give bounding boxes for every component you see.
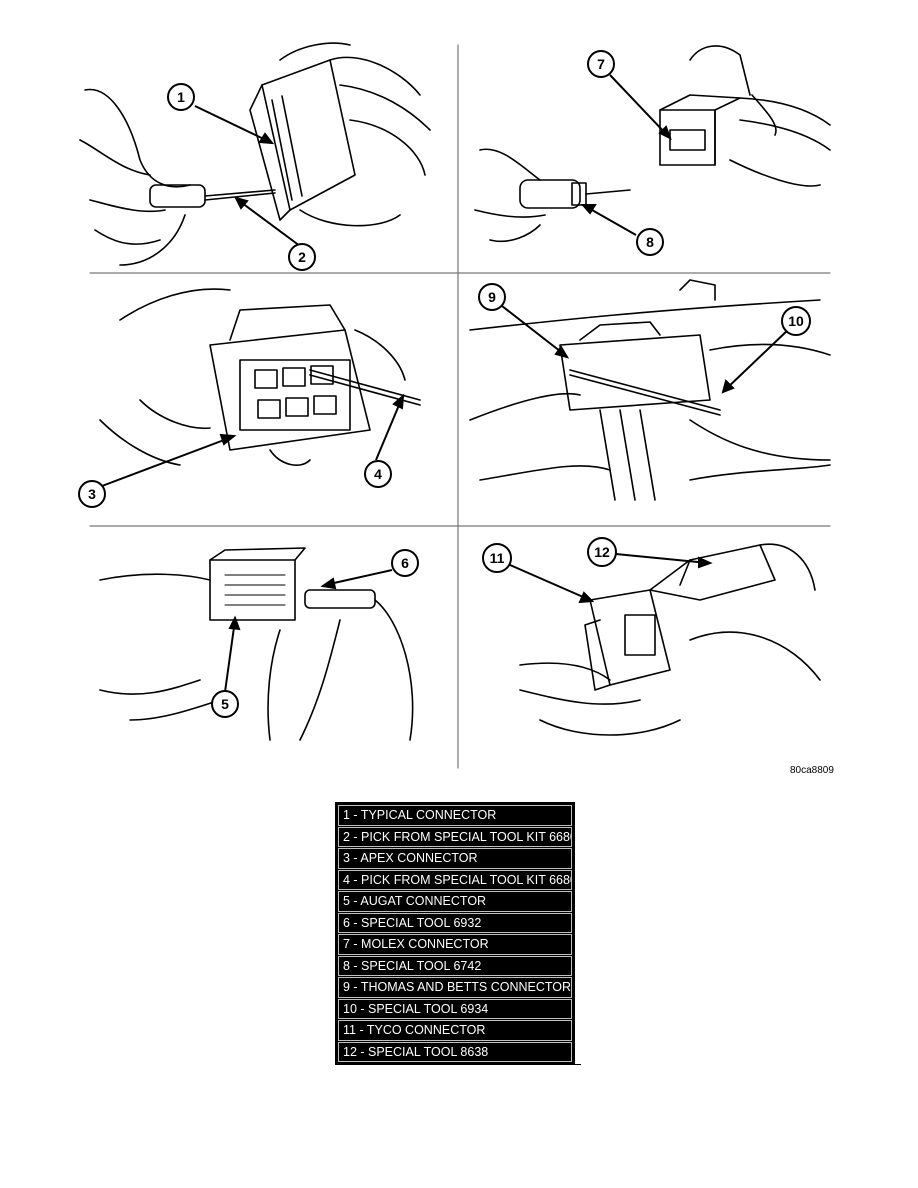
callout-10	[781, 306, 811, 336]
callout-label-12: 12	[594, 544, 610, 560]
callout-leaders	[101, 74, 791, 693]
legend-item: 2 - PICK FROM SPECIAL TOOL KIT 6680	[338, 826, 572, 847]
legend-item: 6 - SPECIAL TOOL 6932	[338, 912, 572, 933]
legend-item: 5 - AUGAT CONNECTOR	[338, 891, 572, 912]
panel-dividers	[89, 44, 831, 769]
callout-8	[636, 228, 664, 256]
callout-label-9: 9	[488, 289, 496, 305]
callout-6	[391, 549, 419, 577]
callout-11	[482, 543, 512, 573]
panel-augat-connector	[99, 547, 414, 741]
callout-2	[288, 243, 316, 271]
callout-label-5: 5	[221, 696, 229, 712]
legend-item: 3 - APEX CONNECTOR	[338, 848, 572, 869]
panel-apex-connector	[99, 288, 421, 466]
legend-item: 10 - SPECIAL TOOL 6934	[338, 998, 572, 1019]
callout-circles	[78, 50, 811, 718]
callout-label-10: 10	[788, 313, 804, 329]
panel-molex-connector	[474, 45, 831, 243]
callout-label-7: 7	[597, 56, 605, 72]
legend-item: 1 - TYPICAL CONNECTOR	[338, 805, 572, 826]
legend-item: 9 - THOMAS AND BETTS CONNECTOR	[338, 977, 572, 998]
callout-5	[211, 690, 239, 718]
figure-id: 80ca8809	[790, 765, 834, 776]
callout-3	[78, 480, 106, 508]
callout-label-3: 3	[88, 486, 96, 502]
callout-9	[478, 283, 506, 311]
callout-12	[587, 537, 617, 567]
legend-item: 12 - SPECIAL TOOL 8638	[338, 1041, 572, 1062]
panel-typical-connector	[79, 42, 431, 266]
legend-table: 1 - TYPICAL CONNECTOR 2 - PICK FROM SPEC…	[335, 802, 581, 1065]
callout-label-4: 4	[374, 466, 382, 482]
panel-thomas-betts-connector	[469, 279, 831, 501]
connector-tool-illustration: 1 2 3 4 5 6 7 8 9 10 11 12	[78, 42, 831, 769]
legend-item: 7 - MOLEX CONNECTOR	[338, 934, 572, 955]
panel-tyco-connector	[519, 543, 821, 736]
legend-item: 4 - PICK FROM SPECIAL TOOL KIT 6680	[338, 869, 572, 890]
legend-item: 8 - SPECIAL TOOL 6742	[338, 955, 572, 976]
callout-1	[167, 83, 195, 111]
legend-item: 11 - TYCO CONNECTOR	[338, 1020, 572, 1041]
callout-label-11: 11	[490, 550, 505, 566]
callout-label-1: 1	[177, 89, 185, 105]
callout-label-8: 8	[646, 234, 654, 250]
callout-label-2: 2	[298, 249, 306, 265]
callout-label-6: 6	[401, 555, 409, 571]
callout-7	[587, 50, 615, 78]
callout-4	[364, 460, 392, 488]
